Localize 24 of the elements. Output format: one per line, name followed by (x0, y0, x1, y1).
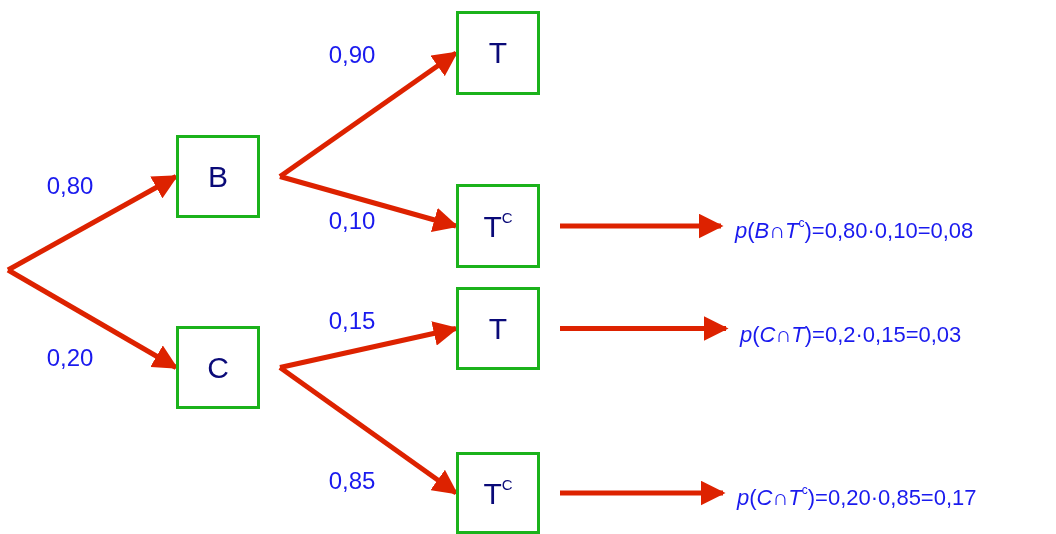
arrow (560, 316, 729, 341)
event-label: T$^{C}$ (483, 475, 513, 511)
arrow (560, 213, 724, 239)
event-box (456, 11, 540, 95)
event-box (456, 184, 540, 268)
event-box (456, 452, 540, 534)
event-label: B (208, 159, 228, 194)
probability-formula: p(C∩T$^{c}$)=0,20·0,85=0,17 (737, 483, 977, 511)
edge-label: 0,85 (328, 467, 376, 495)
edge-label: 0,80 (46, 172, 94, 200)
edge-label: 0,90 (328, 41, 376, 69)
edge-label: 0,20 (46, 344, 94, 372)
probability-formula: p(B∩T$^{c}$)=0,80·0,10=0,08 (735, 216, 974, 244)
event-label: T (488, 311, 508, 346)
event-label: T$^{C}$ (483, 208, 513, 244)
event-box (456, 287, 540, 370)
event-box (176, 135, 260, 218)
edge-label: 0,15 (328, 307, 376, 335)
arrow (560, 480, 726, 506)
edge-label: 0,10 (328, 207, 376, 235)
event-label: T (488, 36, 508, 70)
probability-formula: p(C∩T)=0,2·0,15=0,03 (740, 322, 962, 348)
event-label: C (207, 350, 229, 385)
event-box (176, 326, 260, 409)
